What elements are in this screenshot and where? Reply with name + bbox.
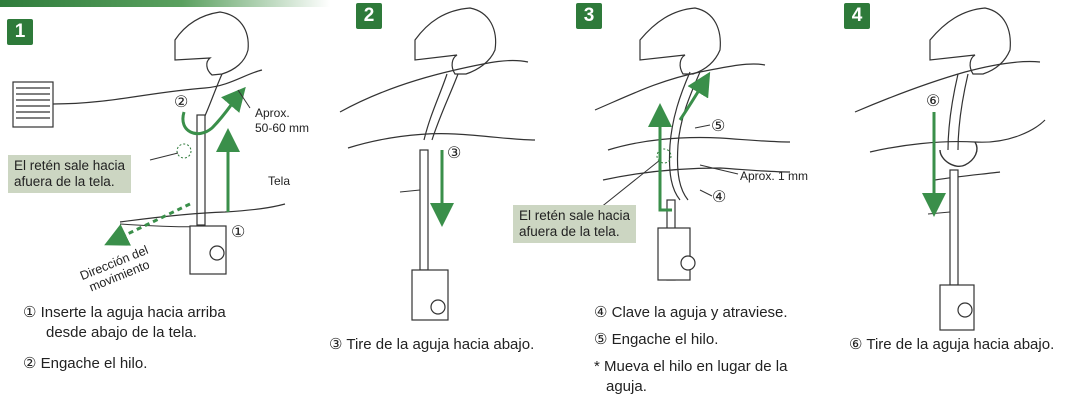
callout-mid-line-2: afuera de la tela. [519, 224, 620, 239]
header-gradient-bar [0, 0, 330, 7]
caption-step-6: ⑥ Tire de la aguja hacia abajo. [849, 336, 1055, 353]
aprox-left-line-1: Aprox. [255, 106, 290, 120]
aprox-left-line-2: 50-60 mm [255, 121, 310, 135]
aprox-label-mid: Aprox. 1 mm [740, 169, 809, 183]
caption-step-1: ① Inserte la aguja hacia arriba desde ab… [23, 303, 226, 343]
step-badge-2: 2 [356, 3, 382, 29]
callout-retainer-left: El retén sale hacia afuera de la tela. [8, 155, 132, 193]
step-badge-3: 3 [576, 3, 602, 29]
marker-5-panel3: ⑤ [711, 118, 726, 135]
marker-2-panel1: ② [174, 94, 189, 111]
panel-2-illustration [339, 7, 536, 321]
aprox-label-left: Aprox. 50-60 mm [255, 106, 309, 136]
marker-4-panel3: ④ [712, 189, 727, 206]
marker-6-panel4: ⑥ [926, 93, 941, 110]
marker-3-panel2: ③ [447, 145, 462, 162]
caption-step-3: ③ Tire de la aguja hacia abajo. [329, 336, 535, 353]
panel-4-illustration [854, 7, 1046, 331]
panel-1-illustration [12, 11, 286, 275]
callout-mid-line-1: El retén sale hacia [519, 208, 631, 223]
caption-step-4: ④ Clave la aguja y atraviese. [594, 304, 788, 321]
caption-1-line-1: ① Inserte la aguja hacia arriba [23, 304, 226, 321]
caption-note-line-1: * Mueva el hilo en lugar de la [594, 358, 788, 375]
thread-spool-icon [12, 81, 54, 128]
panel-3-illustration [594, 7, 791, 281]
callout-left-line-1: El retén sale hacia [14, 158, 126, 173]
marker-1-panel1: ① [231, 224, 246, 241]
caption-step-2: ② Engache el hilo. [23, 355, 148, 372]
callout-retainer-mid: El retén sale hacia afuera de la tela. [513, 205, 637, 243]
tela-label: Tela [268, 174, 291, 188]
step-badge-4: 4 [844, 3, 870, 29]
caption-note: * Mueva el hilo en lugar de la aguja. [594, 357, 787, 397]
caption-note-line-2: aguja. [606, 378, 647, 395]
callout-left-line-2: afuera de la tela. [14, 174, 115, 189]
caption-1-line-2: desde abajo de la tela. [46, 324, 197, 341]
caption-step-5: ⑤ Engache el hilo. [594, 331, 719, 348]
step-badge-1: 1 [7, 19, 33, 45]
